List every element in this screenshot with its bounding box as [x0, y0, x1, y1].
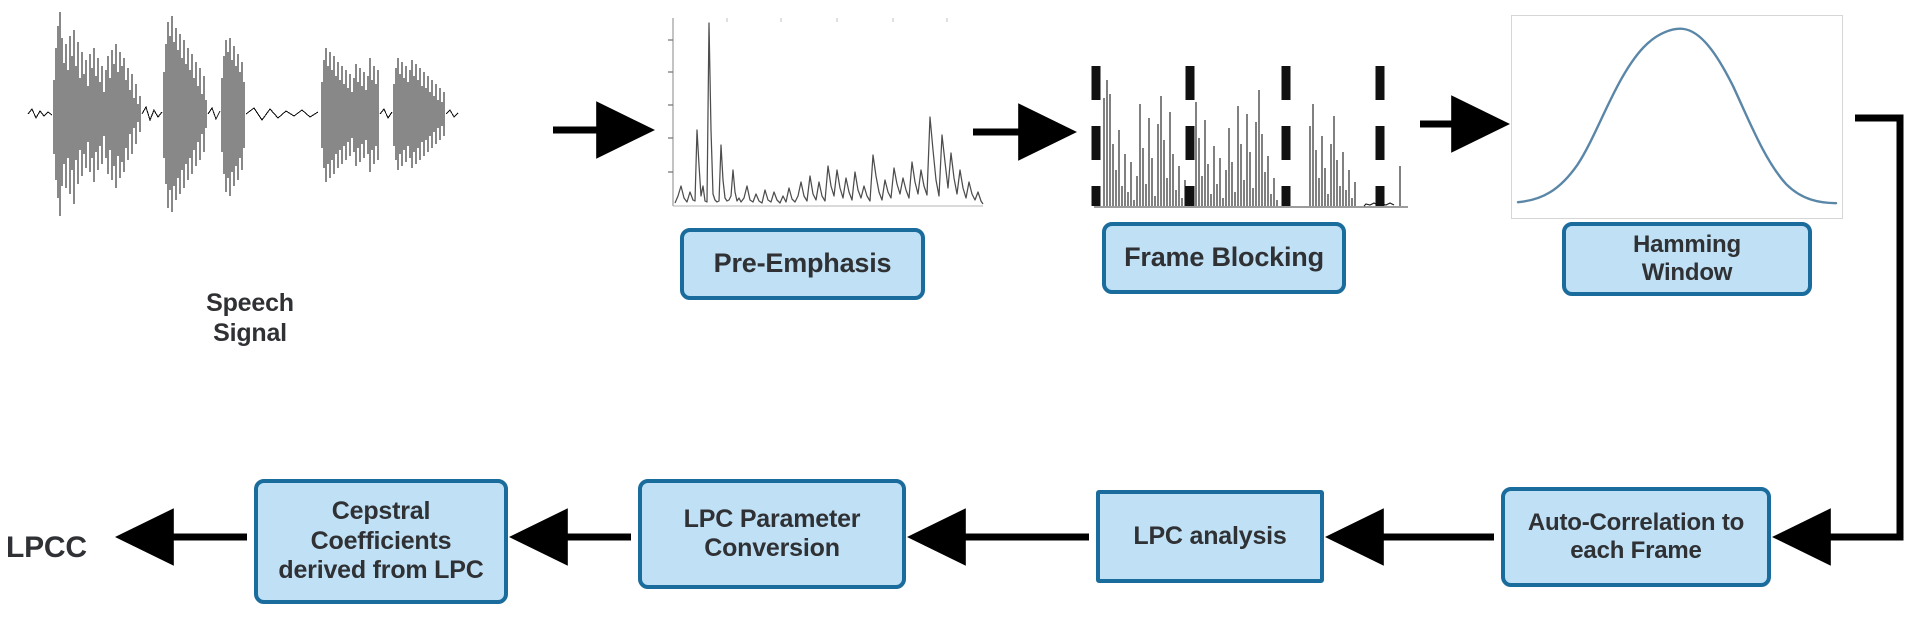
speech-waveform-plot [22, 8, 462, 220]
stage-box-auto-correlation[interactable]: Auto-Correlation to each Frame [1501, 487, 1771, 587]
stage-label-cepstral-line1: Cepstral [331, 497, 431, 526]
stage-label-lpc-analysis: LPC analysis [1133, 521, 1287, 550]
stage-box-frame-blocking[interactable]: Frame Blocking [1102, 222, 1346, 294]
stage-box-lpc-analysis[interactable]: LPC analysis [1096, 490, 1324, 583]
stage-label-cepstral-line2: Coefficients [310, 526, 452, 555]
hamming-window-plot [1511, 15, 1843, 219]
stage-label-auto-correlation-line1: Auto-Correlation to [1527, 508, 1745, 536]
stage-label-cepstral-line3: derived from LPC [278, 556, 484, 585]
stage-label-lpc-parameter-conversion-line1: LPC Parameter [683, 504, 861, 533]
frame-blocking-plot [1078, 58, 1418, 213]
stage-box-hamming-window[interactable]: Hamming Window [1562, 222, 1812, 296]
stage-box-pre-emphasis[interactable]: Pre-Emphasis [680, 228, 925, 300]
stage-label-frame-blocking: Frame Blocking [1124, 242, 1324, 273]
stage-label-hamming-window-line2: Window [1641, 259, 1733, 286]
stage-label-lpc-parameter-conversion-line2: Conversion [704, 534, 840, 562]
stage-label-pre-emphasis: Pre-Emphasis [713, 248, 892, 279]
pre-emphasis-spectrum-plot [655, 10, 995, 220]
speech-signal-label: Speech Signal [150, 288, 350, 348]
stage-label-auto-correlation-line2: each Frame [1570, 537, 1702, 564]
speech-signal-label-line2: Signal [213, 319, 287, 347]
lpcc-output-label: LPCC [0, 530, 126, 566]
stage-box-lpc-parameter-conversion[interactable]: LPC Parameter Conversion [638, 479, 906, 589]
speech-signal-label-line1: Speech [206, 289, 294, 317]
stage-box-cepstral-coefficients[interactable]: Cepstral Coefficients derived from LPC [254, 479, 508, 604]
lpcc-output-text: LPCC [6, 531, 87, 564]
stage-label-hamming-window-line1: Hamming [1633, 230, 1741, 258]
